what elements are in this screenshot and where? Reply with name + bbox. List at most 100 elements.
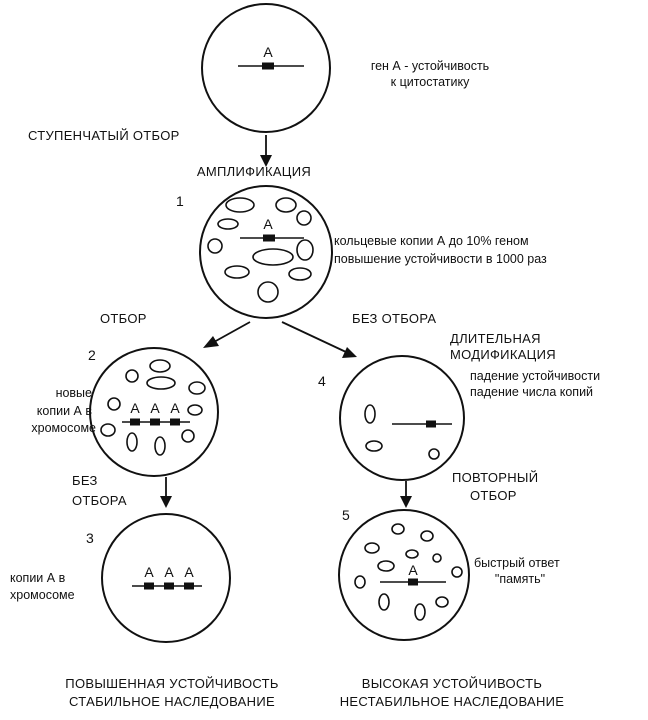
ring-copy — [107, 397, 121, 411]
cell4-membrane — [339, 355, 465, 481]
gene-a-block — [426, 420, 436, 428]
selection-label: ОТБОР — [100, 311, 147, 326]
cell3-membrane — [101, 513, 231, 643]
cell4-heading-line1: ДЛИТЕЛЬНАЯ — [450, 331, 541, 346]
ring-copy — [181, 429, 195, 443]
ring-copy — [377, 560, 395, 572]
ring-copy — [378, 593, 390, 611]
ring-copy — [125, 369, 139, 383]
ring-copy — [451, 566, 463, 578]
ring-copy — [257, 281, 279, 303]
cell1-note-line2: повышение устойчивости в 1000 раз — [334, 252, 547, 266]
cell-4 — [339, 355, 465, 481]
top-note-line1: ген А - устойчивость — [371, 59, 489, 73]
cell4-heading-line2: МОДИФИКАЦИЯ — [450, 347, 556, 362]
no-selection-right-label: БЕЗ ОТБОРА — [352, 311, 436, 326]
ring-copy — [207, 238, 223, 254]
cell4-note-line1: падение устойчивости — [470, 369, 600, 383]
stepwise-selection-label: СТУПЕНЧАТЫЙ ОТБОР — [28, 128, 180, 143]
cell-3: А А А — [101, 513, 231, 643]
cell3-number: 3 — [86, 530, 94, 546]
cell1-note-line1: кольцевые копии А до 10% геном — [334, 234, 529, 248]
ring-copy — [225, 197, 255, 213]
arrow-to-cell2 — [203, 321, 251, 348]
gene-a-block — [144, 582, 154, 590]
ring-copy — [275, 197, 297, 213]
no-selection-left-line1: БЕЗ — [72, 473, 98, 488]
gene-a-label: А — [184, 564, 194, 580]
top-note-line2: к цитостатику — [391, 75, 470, 89]
ring-copy — [420, 530, 434, 542]
cell-original: А — [201, 3, 331, 133]
cell2-note-line3: хромосоме — [31, 421, 96, 435]
gene-a-label: А — [263, 44, 273, 60]
ring-copy — [188, 381, 206, 395]
reselection-line1: ПОВТОРНЫЙ — [452, 470, 538, 485]
cell4-number: 4 — [318, 373, 326, 389]
gene-a-block — [184, 582, 194, 590]
ring-copy — [187, 404, 203, 416]
arrow-to-cell1 — [260, 135, 272, 167]
arrow-to-cell5 — [400, 481, 412, 508]
cell2-note-line2: копии А в — [37, 404, 93, 418]
amplification-label: АМПЛИФИКАЦИЯ — [197, 164, 311, 179]
cell3-note-line2: хромосоме — [10, 588, 75, 602]
ring-copy — [252, 248, 294, 266]
cell1-number: 1 — [176, 193, 184, 209]
gene-a-label: А — [164, 564, 174, 580]
ring-copy — [391, 523, 405, 535]
cell2-number: 2 — [88, 347, 96, 363]
ring-copy — [428, 448, 440, 460]
cell5-number: 5 — [342, 507, 350, 523]
reselection-line2: ОТБОР — [470, 488, 517, 503]
gene-a-block — [170, 418, 180, 426]
gene-a-block — [150, 418, 160, 426]
ring-copy — [296, 210, 312, 226]
gene-a-label: А — [130, 400, 140, 416]
ring-copy — [435, 596, 449, 608]
bottom-left-line2: СТАБИЛЬНОЕ НАСЛЕДОВАНИЕ — [69, 694, 275, 709]
ring-copy — [149, 359, 171, 373]
arrow-to-cell3 — [160, 477, 172, 508]
no-selection-left-line2: ОТБОРА — [72, 493, 127, 508]
cell2-note-line1: новые — [56, 386, 92, 400]
gene-a-block — [130, 418, 140, 426]
ring-copy — [405, 549, 419, 559]
cell4-note-line2: падение числа копий — [470, 385, 593, 399]
arrow-to-cell4 — [281, 321, 357, 358]
cell2-membrane — [89, 347, 219, 477]
ring-copy — [146, 376, 176, 390]
gene-a-label: А — [408, 562, 418, 578]
ring-copy — [126, 432, 138, 452]
bottom-right-line1: ВЫСОКАЯ УСТОЙЧИВОСТЬ — [362, 676, 542, 691]
cell-1: А — [199, 185, 333, 319]
ring-copy — [100, 423, 116, 437]
gene-a-block — [164, 582, 174, 590]
ring-copy — [364, 404, 376, 424]
ring-copy — [224, 265, 250, 279]
ring-copy — [414, 603, 426, 621]
cell3-note-line1: копии А в — [10, 571, 66, 585]
gene-a-block — [262, 62, 274, 70]
ring-copy — [217, 218, 239, 230]
ring-copy — [296, 239, 314, 261]
ring-copy — [432, 553, 442, 563]
ring-copy — [288, 267, 312, 281]
cell5-note-line1: быстрый ответ — [474, 556, 560, 570]
bottom-right-line2: НЕСТАБИЛЬНОЕ НАСЛЕДОВАНИЕ — [340, 694, 565, 709]
ring-copy — [354, 575, 366, 589]
cell-5: А — [338, 509, 470, 641]
cell5-note-line2: "память" — [495, 572, 545, 586]
gene-a-label: А — [144, 564, 154, 580]
gene-a-label: А — [170, 400, 180, 416]
gene-a-label: А — [263, 216, 273, 232]
gene-a-block — [263, 234, 275, 242]
gene-a-block — [408, 578, 418, 586]
bottom-left-line1: ПОВЫШЕННАЯ УСТОЙЧИВОСТЬ — [65, 676, 278, 691]
ring-copy — [154, 436, 166, 456]
ring-copy — [364, 542, 380, 554]
cell-2: А А А — [89, 347, 219, 477]
ring-copy — [365, 440, 383, 452]
gene-a-label: А — [150, 400, 160, 416]
